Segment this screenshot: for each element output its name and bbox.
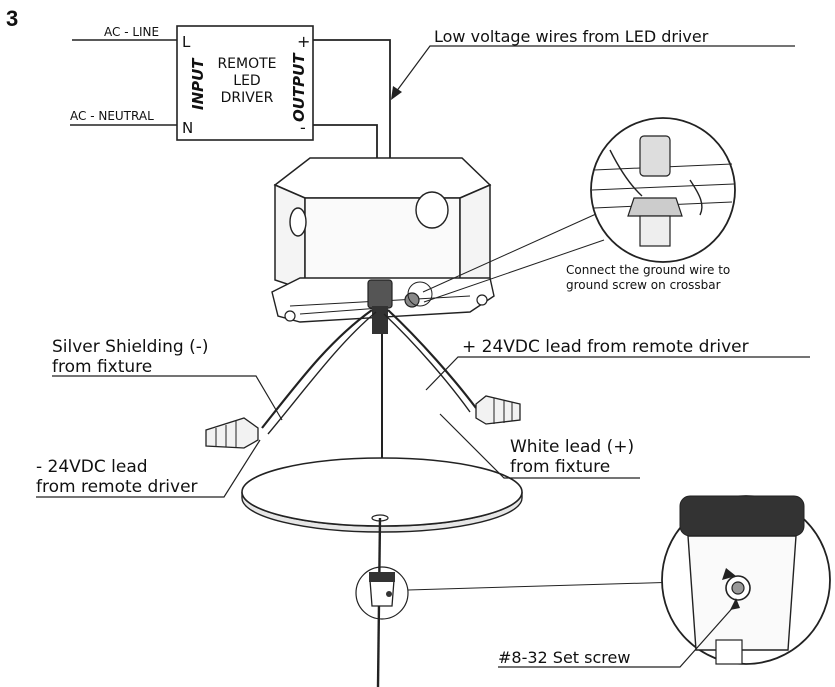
low-voltage-wires <box>313 39 391 160</box>
input-label: INPUT <box>189 57 207 110</box>
right-wire-nut <box>475 395 521 425</box>
minus-24vdc-line1: - 24VDC lead <box>36 457 148 477</box>
minus-24vdc-leader <box>36 439 261 498</box>
ground-detail-leader-top <box>422 213 597 293</box>
white-lead-leader <box>439 413 640 479</box>
terminal-l: L <box>182 33 191 51</box>
low-voltage-callout: Low voltage wires from LED driver <box>434 27 709 46</box>
driver-box <box>176 25 314 141</box>
left-wire-nut <box>205 417 259 449</box>
ac-neutral-label: AC - NEUTRAL <box>70 109 154 123</box>
ground-screw-detail <box>590 117 736 263</box>
silver-shielding-leader <box>52 375 283 421</box>
ground-callout-line1: Connect the ground wire to <box>566 263 730 277</box>
ground-callout-line2: ground screw on crossbar <box>566 278 721 292</box>
set-screw-leader <box>407 581 681 591</box>
low-voltage-leader <box>395 45 795 93</box>
silver-shielding-line2: from fixture <box>52 357 152 377</box>
plus-24vdc-leader <box>425 356 810 391</box>
silver-shielding-line1: Silver Shielding (-) <box>52 337 209 357</box>
driver-title-line1: REMOTE <box>217 56 276 72</box>
set-screw-callout-leader <box>498 603 737 668</box>
remote-led-driver: AC - LINE AC - NEUTRAL L N + - INPUT OUT… <box>70 25 314 141</box>
terminal-plus: + <box>297 32 310 51</box>
set-screw-detail <box>661 495 831 665</box>
junction-box <box>271 157 495 334</box>
low-voltage-arrowhead <box>391 86 402 100</box>
fixture-wires <box>261 309 477 435</box>
step-number: 3 <box>6 6 18 31</box>
driver-title-line3: DRIVER <box>221 90 274 106</box>
ac-line-label: AC - LINE <box>104 25 159 39</box>
driver-title-line2: LED <box>233 73 260 89</box>
terminal-minus: - <box>300 118 306 137</box>
canopy <box>241 457 523 533</box>
set-screw-arrowhead <box>730 598 740 610</box>
set-screw-callout: #8-32 Set screw <box>498 648 630 667</box>
white-lead-line2: from fixture <box>510 457 610 477</box>
cable-gripper <box>355 566 409 620</box>
plus-24vdc-callout: + 24VDC lead from remote driver <box>462 337 749 357</box>
minus-24vdc-line2: from remote driver <box>36 477 198 497</box>
terminal-n: N <box>182 119 193 137</box>
ground-detail-leader-bottom <box>423 239 605 303</box>
white-lead-line1: White lead (+) <box>510 437 634 457</box>
output-label: OUTPUT <box>290 52 308 122</box>
